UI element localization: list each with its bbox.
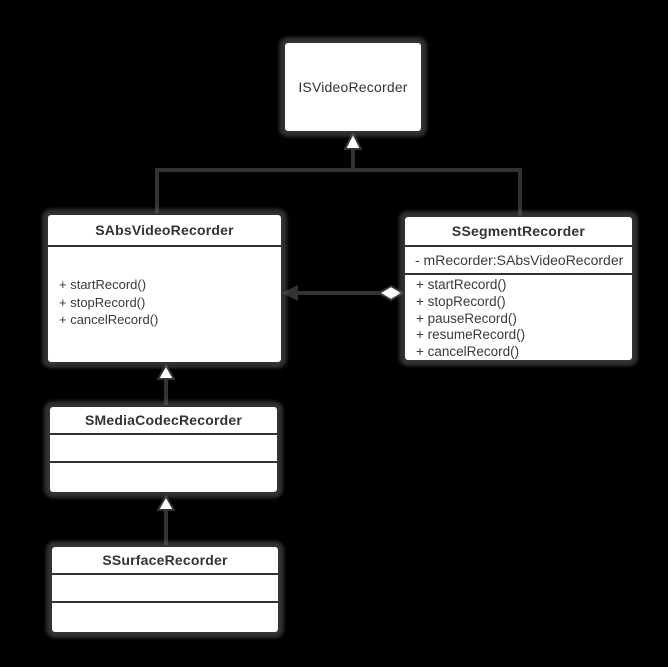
generalization-hollow-triangle-icon bbox=[156, 362, 176, 380]
method-item: + startRecord() bbox=[59, 277, 147, 292]
aggregation-hollow-diamond-icon bbox=[377, 284, 405, 302]
generalization-line-stem bbox=[351, 149, 355, 170]
class-box-smediacodecrecorder[interactable]: SMediaCodecRecorder bbox=[48, 405, 279, 494]
class-title: SSegmentRecorder bbox=[405, 217, 632, 247]
association-solid-arrow-icon bbox=[282, 284, 299, 302]
methods-compartment: + startRecord() + stopRecord() + cancelR… bbox=[48, 247, 281, 329]
method-item: + pauseRecord() bbox=[416, 310, 517, 326]
methods-compartment: + startRecord() + stopRecord() + pauseRe… bbox=[405, 275, 632, 360]
method-item: + cancelRecord() bbox=[416, 344, 520, 360]
class-box-ssurfacerecorder[interactable]: SSurfaceRecorder bbox=[50, 545, 280, 634]
class-title: SSurfaceRecorder bbox=[52, 547, 278, 575]
methods-compartment bbox=[52, 603, 278, 632]
class-box-sabsvideorecorder[interactable]: SAbsVideoRecorder + startRecord() + stop… bbox=[46, 213, 283, 364]
generalization-line-right-drop bbox=[518, 168, 522, 216]
fields-compartment bbox=[52, 575, 278, 603]
class-title: SMediaCodecRecorder bbox=[50, 407, 277, 435]
generalization-line-horizontal bbox=[155, 168, 522, 172]
generalization-line-left-drop bbox=[155, 168, 159, 214]
method-item: + stopRecord() bbox=[416, 293, 506, 309]
generalization-line-stem bbox=[164, 510, 168, 545]
methods-compartment bbox=[50, 463, 277, 492]
generalization-line-stem bbox=[164, 379, 168, 405]
method-item: + startRecord() bbox=[416, 277, 507, 292]
class-title: ISVideoRecorder bbox=[298, 79, 408, 95]
method-item: + stopRecord() bbox=[59, 294, 146, 310]
generalization-hollow-triangle-icon bbox=[343, 130, 363, 150]
class-box-ssegmentrecorder[interactable]: SSegmentRecorder - mRecorder:SAbsVideoRe… bbox=[403, 215, 634, 362]
method-item: + resumeRecord() bbox=[416, 327, 526, 343]
class-title: SAbsVideoRecorder bbox=[48, 215, 281, 247]
class-box-isvideorecorder[interactable]: ISVideoRecorder bbox=[283, 41, 423, 133]
aggregation-line bbox=[296, 291, 382, 295]
fields-compartment bbox=[50, 435, 277, 463]
method-item: + cancelRecord() bbox=[59, 312, 159, 327]
fields-compartment: - mRecorder:SAbsVideoRecorder bbox=[405, 247, 632, 275]
generalization-hollow-triangle-icon bbox=[156, 493, 176, 511]
field-item: - mRecorder:SAbsVideoRecorder bbox=[415, 252, 624, 268]
